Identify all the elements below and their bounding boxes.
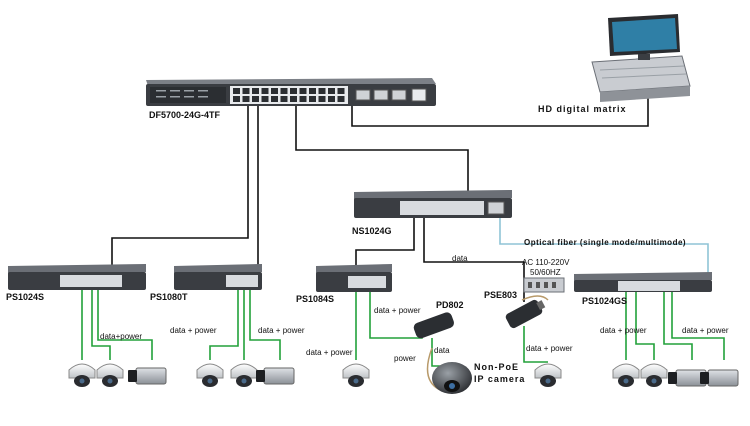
poe-ps1084s-pd — [369, 292, 423, 339]
switch-port — [271, 88, 278, 94]
dome-camera — [196, 363, 224, 387]
dome-camera — [96, 363, 124, 387]
ps1080t-poe-label-1: data + power — [170, 326, 217, 335]
ps1024s-poe-label: data+power — [100, 332, 143, 341]
ps1084s-poe-label-1: data + power — [306, 348, 353, 357]
switch-port — [318, 88, 326, 94]
poe-cables — [81, 290, 725, 367]
switch-port — [299, 88, 307, 94]
switch-port — [280, 96, 288, 102]
switch-port — [261, 96, 269, 102]
switch-port — [233, 88, 240, 94]
ps1084s-label: PS1084S — [296, 294, 335, 304]
switch-port — [271, 96, 278, 102]
switch-port — [309, 88, 316, 94]
switch-port — [318, 96, 326, 102]
pd-data-label: data — [434, 346, 450, 355]
pse803-device — [505, 299, 546, 329]
ac-label-1: AC 110-220V — [522, 258, 570, 267]
fiber-cable — [499, 216, 709, 276]
switch-port — [309, 96, 316, 102]
poe-ps1024gs-cam4 — [671, 292, 725, 360]
switch-port — [252, 88, 259, 94]
ps1024gs-label: PS1024GS — [582, 296, 628, 306]
ns-pse-data-label: data — [452, 254, 468, 263]
ps1024s-label: PS1024S — [6, 292, 45, 302]
cable-core-ns1024g — [295, 104, 469, 192]
switch-port — [337, 96, 345, 102]
switch-port — [290, 88, 297, 94]
data-cables — [111, 82, 649, 302]
switch-port — [290, 96, 297, 102]
cable-core-ps1024s — [111, 100, 249, 268]
dome-camera — [68, 363, 96, 387]
nonpoe-camera-label-1: Non-PoE — [474, 362, 519, 372]
poe-pse-cam — [523, 326, 548, 363]
ps1024gs-device — [574, 272, 712, 292]
nonpoe-camera-label-2: IP camera — [474, 374, 526, 384]
switch-port — [242, 96, 250, 102]
dome-camera — [342, 363, 370, 387]
box-camera — [256, 367, 295, 385]
nonpoe-dome-camera — [432, 362, 472, 394]
poe-ps1024gs-cam3 — [663, 292, 693, 360]
cable-core-matrix — [351, 82, 649, 127]
poe-ps1024gs-cam2 — [635, 292, 655, 360]
ps1080t-label: PS1080T — [150, 292, 188, 302]
switch-port — [299, 96, 307, 102]
aggregation-switch-device — [354, 190, 512, 218]
switch-port — [328, 96, 335, 102]
box-camera — [128, 367, 167, 385]
fiber-label: Optical fiber (single mode/multimode) — [524, 238, 687, 247]
ac-outlet — [523, 277, 565, 293]
pd-power-label: power — [394, 354, 416, 363]
pd802-label: PD802 — [436, 300, 464, 310]
cable-ns-ps1084s — [355, 218, 415, 268]
pd802-body — [413, 312, 455, 339]
switch-port — [280, 88, 288, 94]
ps1080t-device — [174, 264, 262, 290]
ps1024gs-poe-label-1: data + power — [600, 326, 647, 335]
poe-ps1024s-cam2 — [91, 290, 111, 360]
switch-port — [328, 88, 335, 94]
core-switch-label: DF5700-24G-4TF — [149, 110, 221, 120]
matrix-rack — [591, 55, 691, 93]
poe-ps1080t-cam3 — [249, 290, 281, 360]
ps1024s-device — [8, 264, 146, 290]
dome-camera — [612, 363, 640, 387]
pse-power-cord — [521, 295, 549, 301]
pse803-body — [505, 299, 543, 329]
switch-port — [261, 88, 269, 94]
switch-port — [337, 88, 345, 94]
matrix-label: HD digital matrix — [538, 104, 627, 114]
ps1080t-poe-label-2: data + power — [258, 326, 305, 335]
ac-label-2: 50/60HZ — [530, 268, 561, 277]
ns1024g-label: NS1024G — [352, 226, 392, 236]
dome-camera — [640, 363, 668, 387]
dome-camera — [230, 363, 258, 387]
switch-port — [233, 96, 240, 102]
poe-ps1024s-cam3 — [97, 290, 153, 360]
switch-port — [242, 88, 250, 94]
hd-matrix-device — [591, 14, 691, 102]
pse803-label: PSE803 — [484, 290, 518, 300]
ps1024gs-poe-label-2: data + power — [682, 326, 729, 335]
ps1084s-poe-label-2: data + power — [374, 306, 421, 315]
pse-poe-label: data + power — [526, 344, 573, 353]
core-switch-device — [146, 78, 436, 106]
box-camera — [700, 369, 739, 387]
poe-ps1080t-cam1 — [209, 290, 239, 360]
switch-port — [252, 96, 259, 102]
ps1084s-device — [316, 264, 392, 292]
dome-camera — [534, 363, 562, 387]
pd802-device — [413, 312, 455, 339]
